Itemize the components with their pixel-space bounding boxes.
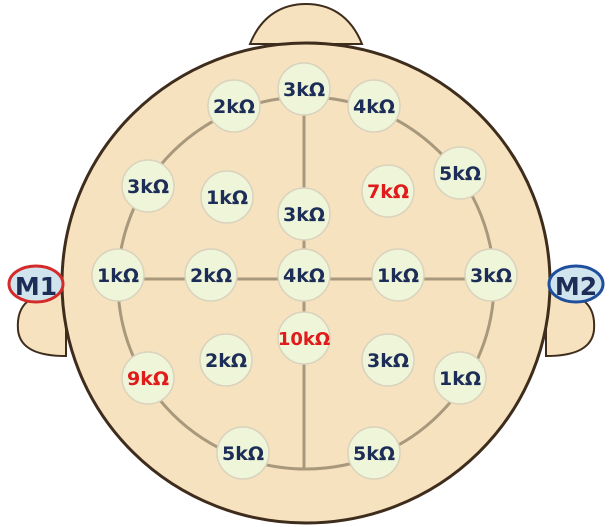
electrode-e15[interactable]: 9kΩ	[121, 351, 175, 405]
electrode-pad	[277, 62, 331, 116]
electrode-impedance-label: 9kΩ	[127, 368, 169, 390]
electrode-e03[interactable]: 4kΩ	[347, 79, 401, 133]
electrode-e11[interactable]: 4kΩ	[277, 248, 331, 302]
electrode-impedance-label: 5kΩ	[353, 443, 395, 465]
electrode-impedance-label: 1kΩ	[439, 368, 481, 390]
electrode-pad	[464, 248, 518, 302]
electrode-pad	[184, 248, 238, 302]
electrode-e13[interactable]: 3kΩ	[464, 248, 518, 302]
electrode-e05[interactable]: 1kΩ	[200, 170, 254, 224]
ear-electrode-m1[interactable]: M1	[7, 264, 65, 304]
ear-electrode-m2[interactable]: M2	[547, 264, 605, 304]
electrode-impedance-label: 2kΩ	[205, 350, 247, 372]
electrode-pad	[200, 170, 254, 224]
electrode-pad	[361, 333, 415, 387]
electrode-e12[interactable]: 1kΩ	[371, 248, 425, 302]
electrode-e01[interactable]: 3kΩ	[277, 62, 331, 116]
electrode-pad	[199, 333, 253, 387]
electrode-e20[interactable]: 5kΩ	[347, 426, 401, 480]
electrode-pad	[207, 79, 261, 133]
electrode-impedance-label: 3kΩ	[470, 265, 512, 287]
electrode-pad	[277, 311, 331, 365]
electrode-pad	[121, 351, 175, 405]
electrode-e06[interactable]: 3kΩ	[277, 187, 331, 241]
electrode-pad	[347, 426, 401, 480]
electrode-impedance-label: 1kΩ	[97, 265, 139, 287]
electrode-pad	[361, 164, 415, 218]
electrode-impedance-label: 4kΩ	[353, 96, 395, 118]
electrode-impedance-label: 7kΩ	[367, 181, 409, 203]
electrode-e14[interactable]: 10kΩ	[277, 311, 331, 365]
electrode-pad	[433, 351, 487, 405]
electrode-pad	[91, 248, 145, 302]
electrode-e08[interactable]: 5kΩ	[433, 146, 487, 200]
electrode-impedance-label: 2kΩ	[213, 96, 255, 118]
ear-label-m2: M2	[555, 272, 597, 301]
electrode-pad	[277, 248, 331, 302]
electrode-impedance-label: 10kΩ	[278, 329, 330, 350]
electrode-pad	[277, 187, 331, 241]
electrode-impedance-label: 3kΩ	[283, 79, 325, 101]
electrode-e02[interactable]: 2kΩ	[207, 79, 261, 133]
electrode-e17[interactable]: 3kΩ	[361, 333, 415, 387]
ear-electrode-m1-ring	[7, 264, 65, 304]
electrode-impedance-label: 1kΩ	[377, 265, 419, 287]
electrode-pad	[371, 248, 425, 302]
electrode-e10[interactable]: 2kΩ	[184, 248, 238, 302]
electrode-impedance-label: 3kΩ	[283, 204, 325, 226]
ear-label-m1: M1	[15, 272, 57, 301]
electrode-impedance-label: 4kΩ	[283, 265, 325, 287]
nose	[248, 2, 364, 45]
electrode-e16[interactable]: 2kΩ	[199, 333, 253, 387]
electrode-pad	[121, 159, 175, 213]
electrode-e18[interactable]: 1kΩ	[433, 351, 487, 405]
electrodes-layer: 3kΩ 2kΩ 4kΩ 3kΩ 1kΩ 3kΩ 7kΩ 5kΩ 1kΩ 2kΩ 4kΩ 1kΩ 3kΩ 1…	[91, 62, 518, 480]
electrode-e19[interactable]: 5kΩ	[216, 426, 270, 480]
electrode-impedance-label: 5kΩ	[439, 163, 481, 185]
ear-electrode-m2-ring	[547, 264, 605, 304]
electrode-impedance-label: 2kΩ	[190, 265, 232, 287]
electrode-impedance-label: 3kΩ	[367, 350, 409, 372]
electrode-impedance-label: 3kΩ	[127, 176, 169, 198]
electrode-e07[interactable]: 7kΩ	[361, 164, 415, 218]
electrode-impedance-label: 5kΩ	[222, 443, 264, 465]
ear-electrodes: M1 M2	[7, 264, 605, 304]
electrode-e09[interactable]: 1kΩ	[91, 248, 145, 302]
electrode-pad	[433, 146, 487, 200]
electrode-impedance-label: 1kΩ	[206, 187, 248, 209]
electrode-pad	[216, 426, 270, 480]
electrode-e04[interactable]: 3kΩ	[121, 159, 175, 213]
electrode-pad	[347, 79, 401, 133]
